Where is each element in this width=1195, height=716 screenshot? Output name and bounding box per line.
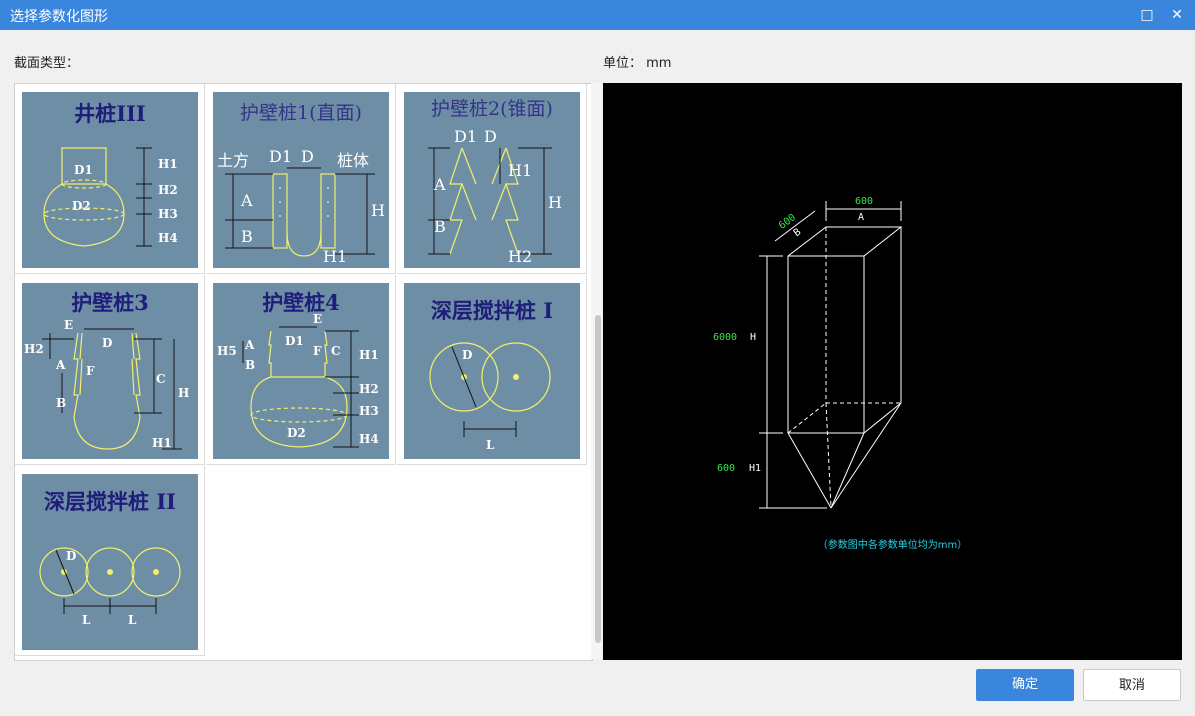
well-pile-diagram-icon: 井桩III D1 D2 H1 H2 <box>22 92 198 268</box>
tile-label: C <box>156 372 166 386</box>
tile-label: H2 <box>508 247 532 266</box>
tile-caption: 护壁桩4 <box>262 290 340 315</box>
tile-label: C <box>331 344 341 358</box>
dim-a-label: A <box>858 212 864 223</box>
tile-label: H1 <box>508 161 532 180</box>
tile-caption: 井桩III <box>74 101 146 126</box>
tile-label: H3 <box>359 404 379 418</box>
dim-h1-value: 600 <box>717 463 735 474</box>
shape-tile-retaining-pile-3[interactable]: 护壁桩3 E H2 D A F <box>15 275 205 465</box>
ok-button[interactable]: 确定 <box>976 669 1074 701</box>
tile-label: 桩体 <box>337 151 369 170</box>
deep-mixing-pile-2-diagram-icon: 深层搅拌桩 II D L L <box>22 474 198 650</box>
tile-label: F <box>86 364 95 378</box>
tile-label: H3 <box>158 207 178 221</box>
shape-grid: 井桩III D1 D2 H1 H2 <box>14 83 593 661</box>
retaining-pile-1-diagram-icon: 护壁桩1(直面) 土方 D1 D 桩体 A <box>213 92 389 268</box>
tile-label: D1 <box>285 334 304 348</box>
tile-caption: 深层搅拌桩 II <box>44 489 176 514</box>
tile-label: L <box>82 613 91 627</box>
dim-h-value: 6000 <box>713 332 737 343</box>
tile-label: D <box>66 549 76 563</box>
tile-label: D <box>462 348 472 362</box>
tile-label: F <box>313 344 322 358</box>
close-icon[interactable]: ✕ <box>1171 7 1183 23</box>
retaining-pile-4-diagram-icon: 护壁桩4 E H5 A D1 F <box>213 283 389 459</box>
tile-label: L <box>486 438 495 452</box>
dim-h-label: H <box>750 332 756 343</box>
tile-label: D1 <box>269 147 292 166</box>
tile-label: H1 <box>323 247 347 266</box>
tile-label: D2 <box>287 426 306 440</box>
tile-caption: 护壁桩1(直面) <box>240 102 362 124</box>
tile-label: E <box>64 318 73 332</box>
tile-label: H4 <box>158 231 178 245</box>
tile-label: A <box>55 358 66 372</box>
tile-label: 土方 <box>217 151 249 170</box>
retaining-pile-3-diagram-icon: 护壁桩3 E H2 D A F <box>22 283 198 459</box>
tile-label: B <box>241 227 253 246</box>
tile-label: D <box>102 336 112 350</box>
dim-h1-label: H1 <box>749 463 761 474</box>
tile-label: H1 <box>158 157 178 171</box>
window-title: 选择参数化图形 <box>10 9 108 25</box>
dim-a-value: 600 <box>855 196 873 207</box>
tile-label: H1 <box>359 348 379 362</box>
section-type-label: 截面类型： <box>14 56 80 71</box>
shape-tile-retaining-pile-4[interactable]: 护壁桩4 E H5 A D1 F <box>206 275 396 465</box>
tile-label: H2 <box>359 382 379 396</box>
dim-b-label: B <box>792 227 803 239</box>
tile-label: H <box>178 386 189 400</box>
tile-caption: 护壁桩3 <box>71 290 149 315</box>
tile-label: B <box>434 217 446 236</box>
title-bar: 选择参数化图形 □ ✕ <box>0 0 1195 30</box>
grid-scrollbar-thumb[interactable] <box>595 315 601 643</box>
tile-label: H5 <box>217 344 237 358</box>
tile-label: D1 <box>454 127 477 146</box>
shape-tile-deep-mixing-pile-2[interactable]: 深层搅拌桩 II D L L <box>15 466 205 656</box>
retaining-pile-2-diagram-icon: 护壁桩2(锥面) D1 D A H1 H B <box>404 92 580 268</box>
shape-tile-retaining-pile-1[interactable]: 护壁桩1(直面) 土方 D1 D 桩体 A <box>206 84 396 274</box>
unit-note: （参数图中各参数单位均为mm） <box>817 540 968 551</box>
maximize-icon[interactable]: □ <box>1140 7 1154 23</box>
shape-tile-deep-mixing-pile-1[interactable]: 深层搅拌桩 I D L <box>397 275 587 465</box>
tile-label: H <box>548 193 562 212</box>
tile-label: A <box>433 175 446 194</box>
tile-label: D1 <box>74 163 93 177</box>
tile-label: H4 <box>359 432 379 446</box>
tile-caption: 深层搅拌桩 I <box>430 298 554 323</box>
unit-label: 单位： mm <box>603 56 672 71</box>
tile-label: E <box>313 312 322 326</box>
cancel-button[interactable]: 取消 <box>1083 669 1181 701</box>
tile-label: D2 <box>72 199 91 213</box>
tile-label: H2 <box>158 183 178 197</box>
tile-label: H2 <box>24 342 44 356</box>
tile-label: A <box>240 191 253 210</box>
tile-label: H1 <box>152 436 172 450</box>
tile-label: H <box>371 201 385 220</box>
tile-label: A <box>244 338 255 352</box>
tile-label: D <box>484 127 497 146</box>
shape-tile-retaining-pile-2[interactable]: 护壁桩2(锥面) D1 D A H1 H B <box>397 84 587 274</box>
shape-tile-well-pile[interactable]: 井桩III D1 D2 H1 H2 <box>15 84 205 274</box>
shape-preview: 600 A 600 B 6000 H 600 H1 （参数图中各参数单位均为mm… <box>603 83 1182 660</box>
preview-diagram: 600 A 600 B 6000 H 600 H1 <box>713 196 903 509</box>
deep-mixing-pile-1-diagram-icon: 深层搅拌桩 I D L <box>404 283 580 459</box>
tile-label: B <box>56 396 66 410</box>
tile-label: D <box>301 147 314 166</box>
tile-caption: 护壁桩2(锥面) <box>431 98 553 120</box>
tile-label: B <box>245 358 255 372</box>
tile-label: L <box>128 613 137 627</box>
